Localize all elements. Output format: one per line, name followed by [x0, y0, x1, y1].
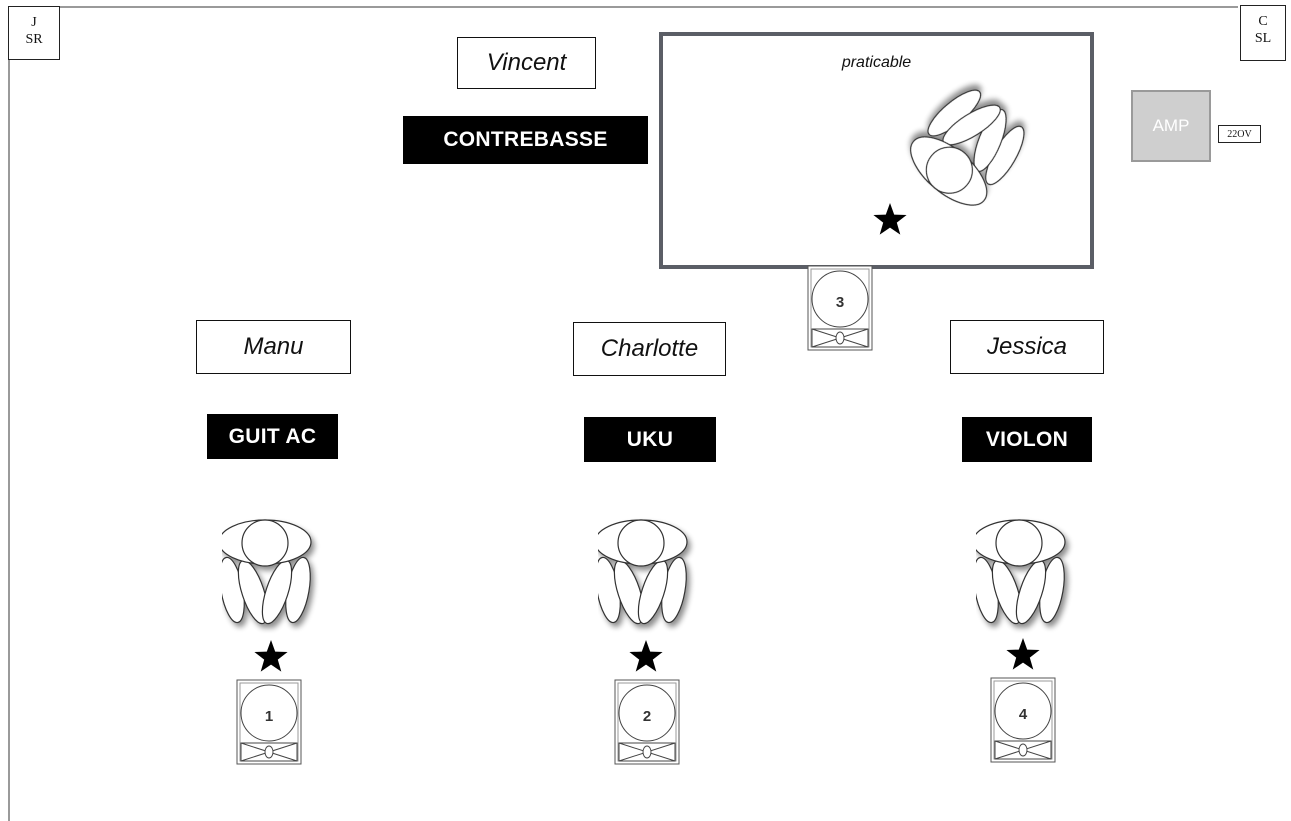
corner-left-line2: SR [25, 32, 43, 47]
monitor-wedge-2: 2 [614, 679, 680, 765]
manu-instrument-label: GUIT AC [207, 414, 338, 459]
corner-right-line2: SL [1254, 31, 1272, 46]
monitor-number: 4 [1019, 706, 1028, 723]
monitor-wedge-icon: 2 [614, 679, 680, 765]
vincent-musician-icon [896, 80, 1031, 220]
riser-label: praticable [841, 54, 912, 71]
manu-musician-icon [222, 519, 316, 628]
monitor-number: 1 [265, 708, 273, 725]
jessica-instrument-label: VIOLON [962, 417, 1092, 462]
monitor-wedge-4: 4 [990, 677, 1056, 763]
corner-left-line1: J [31, 15, 37, 30]
charlotte-name-box: Charlotte [573, 322, 726, 376]
monitor-wedge-icon: 3 [807, 265, 873, 351]
monitor-wedge-icon: 1 [236, 679, 302, 765]
vincent-instrument-label: CONTREBASSE [403, 116, 648, 164]
corner-right-line1: C [1258, 14, 1268, 29]
charlotte-instrument-label: UKU [584, 417, 716, 462]
monitor-wedge-1: 1 [236, 679, 302, 765]
corner-label-right: C SL [1240, 5, 1286, 61]
monitor-wedge-icon: 4 [990, 677, 1056, 763]
corner-label-left: J SR [8, 6, 60, 60]
monitor-number: 2 [643, 708, 651, 725]
manu-position-star-icon [254, 640, 288, 672]
jessica-position-star-icon [1006, 638, 1040, 670]
power-outlet-label: 22OV [1218, 125, 1261, 143]
amp-box: AMP [1131, 90, 1211, 162]
charlotte-position-star-icon [629, 640, 663, 672]
stage-frame-left [8, 6, 10, 821]
manu-name-box: Manu [196, 320, 351, 374]
stage-frame-top [8, 6, 1238, 8]
jessica-musician-icon [976, 519, 1070, 628]
monitor-number: 3 [836, 294, 844, 311]
jessica-name-box: Jessica [950, 320, 1104, 374]
vincent-name-box: Vincent [457, 37, 596, 89]
vincent-position-star-icon [873, 203, 907, 235]
charlotte-musician-icon [598, 519, 692, 628]
riser-platform: praticable [659, 32, 1094, 269]
monitor-wedge-3: 3 [807, 265, 873, 351]
